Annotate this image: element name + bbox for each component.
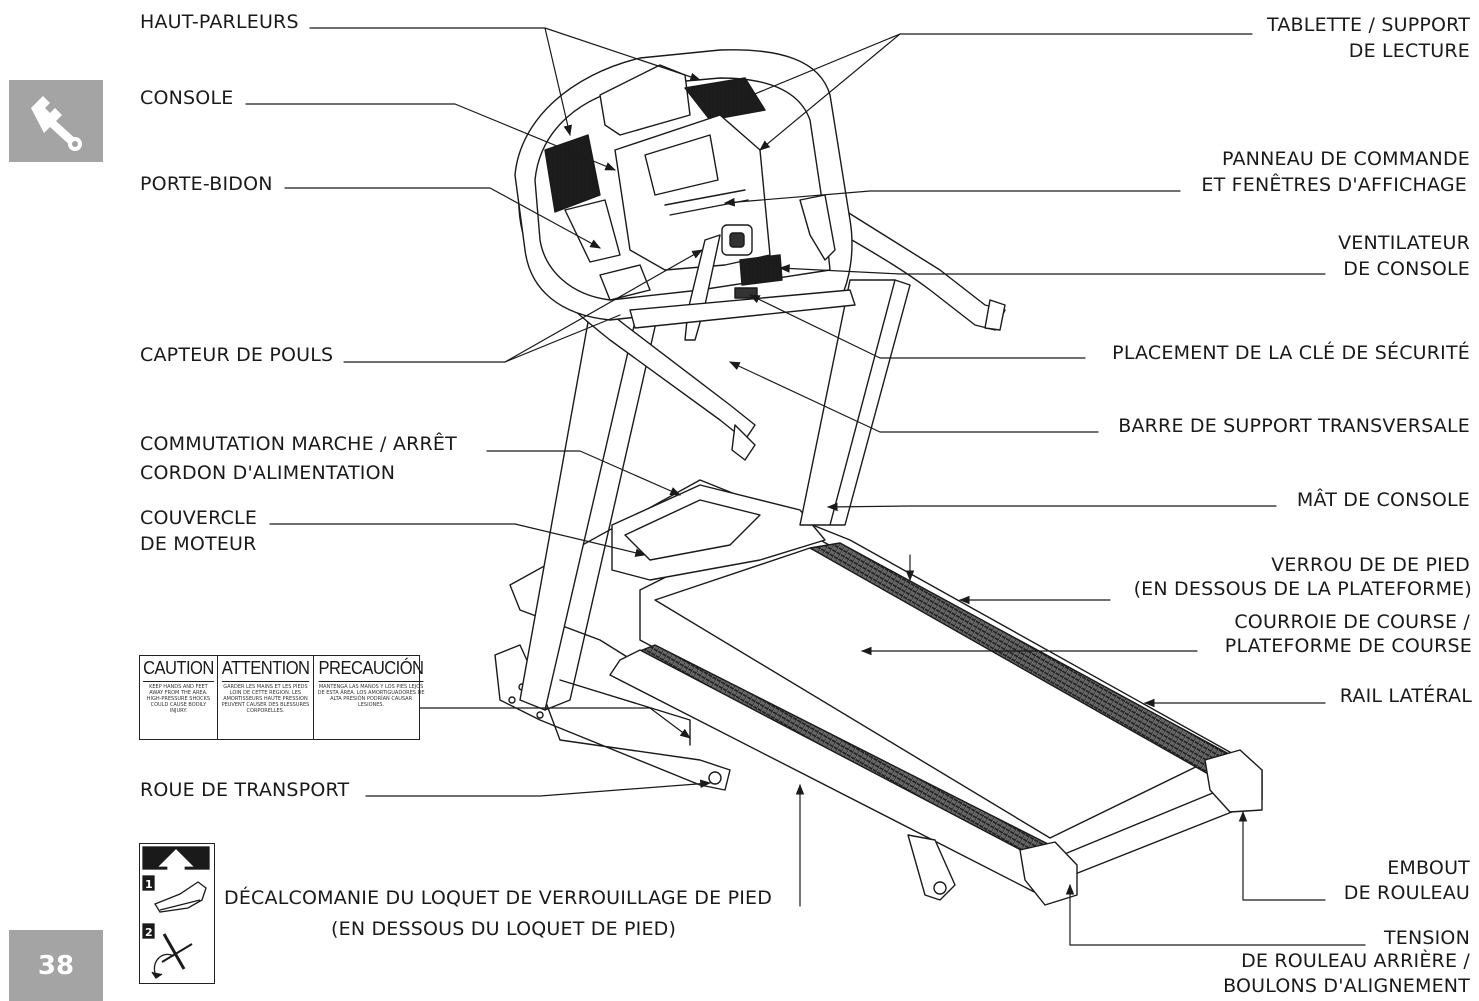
label-console: CONSOLE [140,87,234,109]
label-tension-3: BOULONS D'ALIGNEMENT [1223,975,1470,997]
label-motor-cover-1: COUVERCLE [140,507,258,529]
foot-latch-decal: 1 2 [139,843,215,984]
caution-header-fr: ATTENTION [221,656,310,682]
label-fan-1: VENTILATEUR [1338,232,1470,254]
leader-lines [245,27,1366,946]
label-side-rail: RAIL LATÉRAL [1339,685,1472,707]
roller-end-cap [1204,749,1263,813]
label-foot-lock-2: (EN DESSOUS DE LA PLATEFORME) [1133,578,1472,600]
wrench-icon [31,96,82,151]
caution-label: CAUTION KEEP HANDS AND FEET AWAY FROM TH… [139,655,425,740]
speaker-left [544,134,601,213]
label-pulse-sensor: CAPTEUR DE POULS [140,344,334,366]
safety-key-slot [734,287,758,299]
caution-body-fr: GARDER LES MAINS ET LES PIEDS LOIN DE CE… [221,684,310,714]
label-decal-2: (EN DESSOUS DU LOQUET DE PIED) [331,918,677,940]
label-transport-wheel: ROUE DE TRANSPORT [140,779,350,801]
decal-step-2: 2 [145,926,153,939]
page-number: 38 [9,930,103,1001]
label-control-panel-2: ET FENÊTRES D'AFFICHAGE [1201,174,1467,196]
deck [494,479,1263,906]
speaker-right [684,77,766,121]
label-decal-1: DÉCALCOMANIE DU LOQUET DE VERROUILLAGE D… [224,887,773,909]
bottle-holder [564,199,621,263]
section-tab [9,80,103,162]
label-upright: MÂT DE CONSOLE [1296,489,1470,511]
label-tablet-2: DE LECTURE [1348,40,1470,62]
label-end-cap-2: DE ROULEAU [1343,882,1470,904]
caution-header-es: PRECAUCIÓN [318,656,424,682]
caution-header-en: CAUTION [143,656,214,682]
cross-bar [629,289,856,329]
pulse-grip-right [799,194,836,261]
console-fan [739,254,783,286]
label-power-cord: CORDON D'ALIMENTATION [140,462,396,484]
tablet-holder [599,64,691,136]
caution-body-es: MANTENGA LAS MANOS Y LOS PIES LEJOS DE E… [317,684,425,708]
label-tension-1: TENSION [1383,927,1470,949]
label-bottle-holder: PORTE-BIDON [140,173,273,195]
label-belt-1: COURROIE DE COURSE / [1234,611,1470,633]
label-speakers: HAUT-PARLEURS [140,11,299,33]
label-belt-2: PLATEFORME DE COURSE [1224,635,1472,657]
label-motor-cover-2: DE MOTEUR [140,533,257,555]
caution-body-en: KEEP HANDS AND FEET AWAY FROM THE AREA. … [146,684,211,714]
display-window [644,134,719,196]
console-body [514,49,856,341]
caution-col-es: PRECAUCIÓN MANTENGA LAS MANOS Y LOS PIES… [314,656,428,739]
label-tablet-1: TABLETTE / SUPPORT [1267,14,1470,36]
label-control-panel-1: PANNEAU DE COMMANDE [1222,148,1470,170]
label-fan-2: DE CONSOLE [1343,258,1470,280]
decal-step-1: 1 [145,878,153,891]
caution-col-fr: ATTENTION GARDER LES MAINS ET LES PIEDS … [218,656,315,739]
label-tension-2: DE ROULEAU ARRIÈRE / [1241,950,1470,972]
caution-col-en: CAUTION KEEP HANDS AND FEET AWAY FROM TH… [140,656,218,739]
label-power-switch: COMMUTATION MARCHE / ARRÊT [140,433,457,455]
label-foot-lock-1: VERROU DE DE PIED [1271,554,1470,576]
motor-hood [611,484,826,581]
label-crossbar: BARRE DE SUPPORT TRANSVERSALE [1118,415,1470,437]
label-end-cap-1: EMBOUT [1387,857,1470,879]
label-safety-key: PLACEMENT DE LA CLÉ DE SÉCURITÉ [1112,342,1470,364]
